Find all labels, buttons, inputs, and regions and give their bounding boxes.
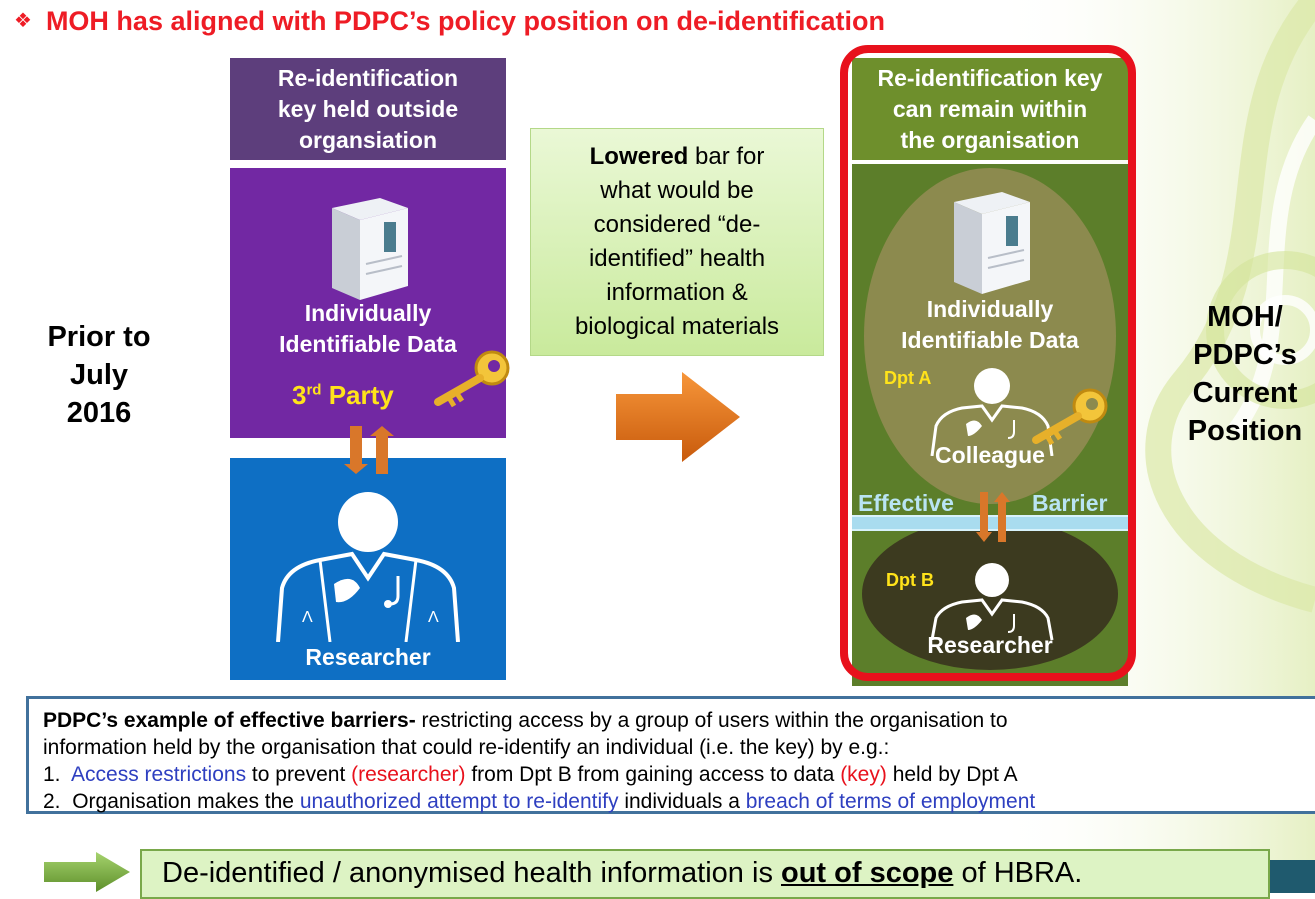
barrier-label: Barrier	[1032, 490, 1108, 516]
researcher-label: Researcher	[305, 644, 431, 670]
researcher-icon: Λ Λ	[276, 492, 460, 642]
left-header-line: key held outside	[277, 95, 459, 122]
right-header-line: the organisation	[900, 126, 1080, 153]
party-sup: rd	[306, 381, 322, 399]
effective-barriers-textbox: PDPC’s example of effective barriers- re…	[26, 696, 1315, 814]
barriers-lead: PDPC’s example of effective barriers-	[43, 709, 416, 732]
slide-title: ❖ MOH has aligned with PDPC’s policy posi…	[14, 6, 885, 37]
researcher-icon	[930, 563, 1054, 640]
item-number: 2.	[43, 790, 61, 813]
callout-line: biological materials	[574, 313, 780, 340]
barriers-item-1: 1. Access restrictions to prevent (resea…	[43, 761, 1309, 788]
left-header-box: Re-identification key held outside organ…	[230, 58, 506, 160]
right-header-line: Re-identification key	[877, 64, 1103, 91]
third-party-label: 3rd Party	[292, 380, 394, 411]
item-text: to prevent	[246, 763, 352, 786]
position-line: MOH/	[1207, 301, 1283, 333]
barriers-lead-rest: restricting access by a group of users w…	[415, 709, 1008, 732]
unauthorized-attempt-text: unauthorized attempt to re-identify	[299, 790, 619, 813]
conclusion-text: De-identified / anonymised health inform…	[162, 857, 781, 889]
key-icon	[1032, 388, 1108, 446]
position-line: PDPC’s	[1193, 339, 1297, 371]
barriers-item-2: 2. Organisation makes the unauthorized a…	[43, 788, 1309, 815]
server-icon	[332, 198, 408, 300]
callout-line: considered “de-	[593, 211, 761, 238]
party-suffix: Party	[321, 380, 394, 410]
period-line: July	[69, 359, 129, 391]
left-header-line: organsiation	[298, 126, 437, 153]
item-text: individuals a	[618, 790, 746, 813]
effective-label: Effective	[858, 490, 954, 516]
current-position-label: MOH/ PDPC’s Current Position	[1170, 298, 1315, 450]
position-line: Position	[1187, 415, 1303, 447]
svg-text:Λ: Λ	[302, 609, 313, 626]
data-label-line: Identifiable Data	[901, 327, 1079, 353]
callout-line: identified” health	[588, 245, 766, 272]
diamond-bullet-icon: ❖	[14, 10, 32, 32]
key-highlight: (key)	[840, 763, 887, 786]
right-arrow-icon	[616, 372, 740, 462]
barriers-line-1: PDPC’s example of effective barriers- re…	[43, 707, 1309, 734]
barriers-line-2: information held by the organisation tha…	[43, 736, 890, 759]
right-header-box: Re-identification key can remain within …	[852, 58, 1128, 160]
item-number: 1.	[43, 763, 61, 786]
third-party-panel: Individually Identifiable Data 3rd Party	[230, 168, 510, 438]
prior-period-label: Prior to July 2016	[28, 318, 170, 432]
dpt-a-label: Dpt A	[884, 368, 932, 388]
key-icon	[434, 350, 510, 408]
data-label-line: Individually	[926, 296, 1054, 322]
researcher-panel: Λ Λ Researcher	[230, 458, 506, 680]
callout-line: what would be	[600, 177, 754, 204]
data-label-line: Identifiable Data	[279, 331, 457, 357]
access-restrictions-text: Access restrictions	[71, 763, 247, 786]
within-organisation-panel: Individually Identifiable Data Dpt A Col…	[852, 164, 1128, 686]
colleague-icon	[930, 368, 1054, 456]
item-text: Organisation makes the	[72, 790, 300, 813]
dpt-b-label: Dpt B	[886, 570, 934, 590]
colleague-label: Colleague	[935, 442, 1045, 468]
party-prefix: 3	[292, 380, 307, 410]
up-down-arrows-icon	[976, 492, 1010, 542]
callout-line: information &	[606, 279, 748, 306]
period-line: Prior to	[47, 321, 151, 353]
green-arrow-icon	[44, 852, 130, 892]
position-line: Current	[1192, 377, 1298, 409]
lowered-bar-callout: Lowered bar for what would be considered…	[530, 128, 824, 356]
out-of-scope-text: out of scope	[781, 857, 954, 889]
researcher-label: Researcher	[927, 632, 1053, 658]
right-header-line: can remain within	[892, 95, 1088, 122]
up-down-arrows-icon	[344, 426, 394, 474]
item-text: from Dpt B from gaining access to data	[465, 763, 841, 786]
item-text: held by Dpt A	[886, 763, 1018, 786]
conclusion-text-end: of HBRA.	[953, 857, 1083, 889]
researcher-highlight: (researcher)	[351, 763, 466, 786]
svg-text:Λ: Λ	[428, 609, 439, 626]
callout-line: bar for	[688, 143, 765, 170]
breach-text: breach of terms of employment	[745, 790, 1036, 813]
conclusion-box: De-identified / anonymised health inform…	[140, 849, 1270, 899]
period-line: 2016	[66, 397, 132, 429]
lowered-bold: Lowered	[589, 143, 689, 170]
slide-title-text: MOH has aligned with PDPC’s policy posit…	[45, 6, 885, 36]
left-header-line: Re-identification	[277, 64, 459, 91]
data-label-line: Individually	[304, 300, 432, 326]
server-icon	[954, 192, 1030, 294]
